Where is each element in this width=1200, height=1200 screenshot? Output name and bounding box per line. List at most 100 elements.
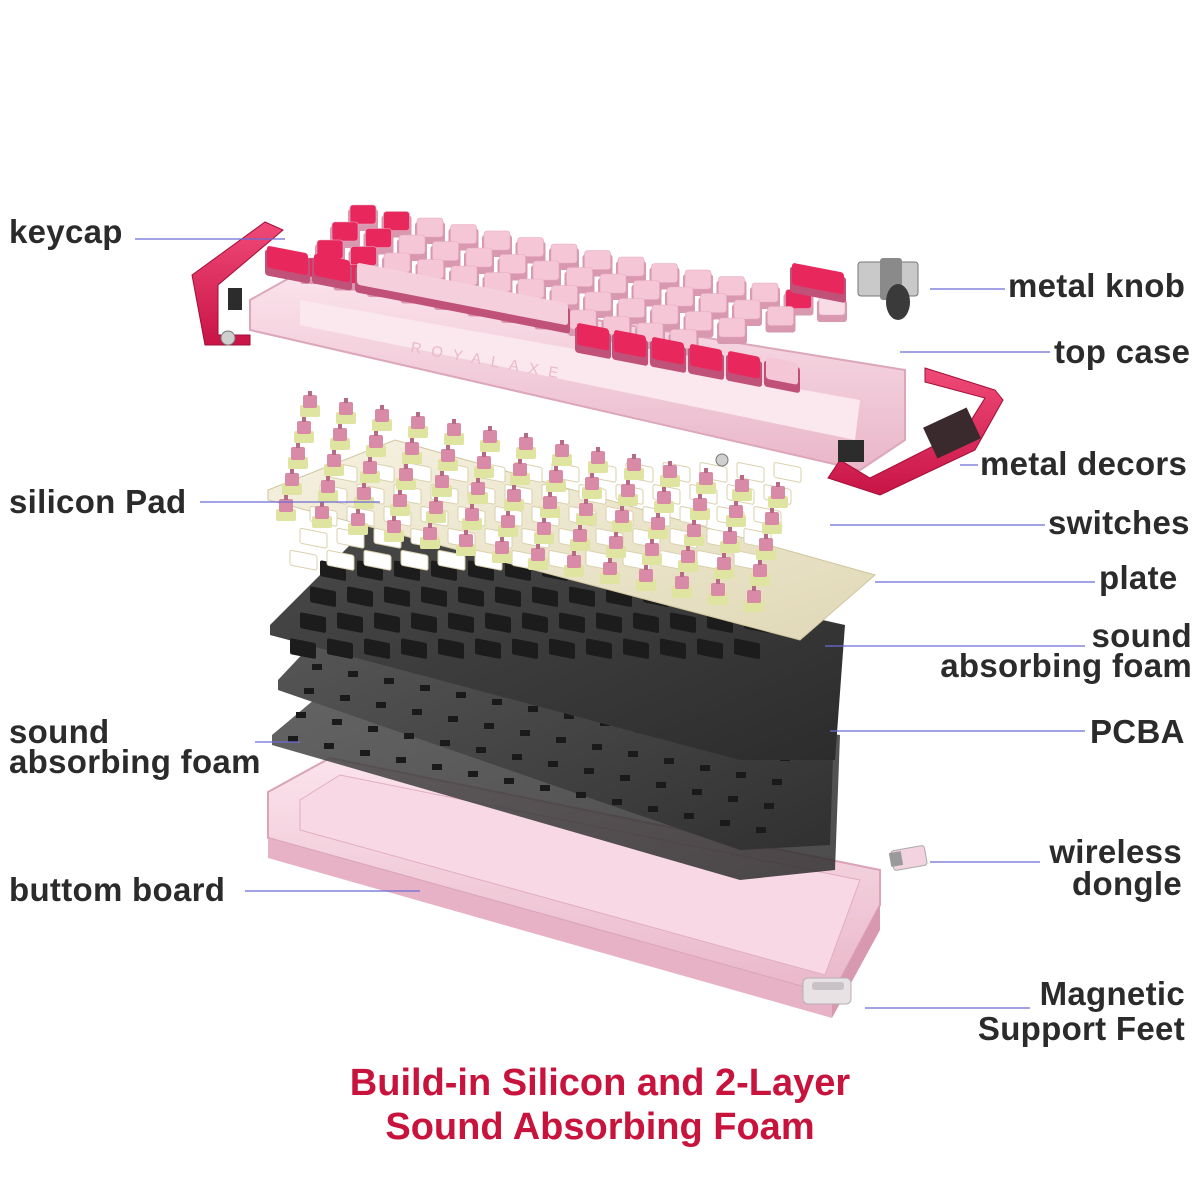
plate-hole — [363, 549, 392, 571]
switch — [474, 452, 494, 478]
keycap — [575, 323, 611, 359]
pcb-component — [396, 757, 406, 763]
switch — [384, 516, 404, 542]
switch — [552, 440, 572, 466]
keycap — [765, 306, 796, 333]
pcb-component — [504, 778, 514, 784]
switch — [444, 419, 464, 445]
foam-cutout — [734, 638, 760, 659]
switch — [372, 405, 392, 431]
pcb-component — [592, 744, 602, 750]
switch — [324, 450, 344, 476]
pcb-component — [384, 678, 394, 684]
switch — [624, 454, 644, 480]
foam-cutout — [586, 638, 612, 659]
foam-cutout — [569, 586, 595, 607]
switch — [660, 461, 680, 487]
foam-cutout — [660, 638, 686, 659]
switch — [678, 546, 698, 572]
keycap — [355, 263, 570, 334]
pcb-component — [420, 685, 430, 691]
switch — [690, 494, 710, 520]
leader-lines — [135, 238, 1095, 1009]
switch — [744, 586, 764, 612]
label-keycap: keycap — [9, 213, 123, 250]
pcb-component — [484, 723, 494, 729]
pcb-component — [648, 806, 658, 812]
pcb-component — [376, 702, 386, 708]
foam-cutout — [401, 638, 427, 659]
pcb-component — [756, 827, 766, 833]
pcb-component — [340, 695, 350, 701]
label-pcba: PCBA — [1090, 713, 1185, 750]
metal-knob — [857, 258, 919, 320]
pcb-component — [288, 736, 298, 742]
foam-cutout — [347, 586, 373, 607]
switch — [768, 482, 788, 508]
metal-decor-right — [827, 367, 1004, 496]
foam-cutout — [374, 612, 400, 633]
switch — [510, 459, 530, 485]
label-bottom-foam-line2: absorbing foam — [9, 743, 261, 780]
pcb-component — [628, 751, 638, 757]
switch — [684, 520, 704, 546]
magnetic-support-foot — [802, 977, 852, 1005]
switch — [588, 447, 608, 473]
label-top-foam-line2: absorbing foam — [940, 647, 1192, 684]
plate-hole — [289, 549, 318, 571]
foam-cutout — [300, 612, 326, 633]
foam-cutout — [337, 612, 363, 633]
switch — [288, 443, 308, 469]
switch — [336, 398, 356, 424]
pcb-component — [620, 775, 630, 781]
switch — [282, 469, 302, 495]
pcb-component — [764, 803, 774, 809]
switch — [516, 433, 536, 459]
pcb-component — [656, 782, 666, 788]
pcb-component — [468, 771, 478, 777]
switch — [540, 492, 560, 518]
label-plate: plate — [1099, 559, 1178, 596]
foam-cutout — [495, 586, 521, 607]
label-silicon-pad: silicon Pad — [9, 483, 187, 520]
foam-cutout — [310, 586, 336, 607]
switch — [312, 502, 332, 528]
switch — [360, 457, 380, 483]
foam-cutout — [411, 612, 437, 633]
pcb-component — [700, 765, 710, 771]
keycaps-set — [265, 204, 847, 393]
keycap — [397, 234, 427, 261]
caption-line1: Build-in Silicon and 2-Layer — [349, 1062, 851, 1104]
keycap — [363, 228, 394, 255]
pcb-component — [540, 785, 550, 791]
foam-cutout — [384, 586, 410, 607]
pcb-component — [728, 796, 738, 802]
pcb-component — [548, 761, 558, 767]
switch — [576, 499, 596, 525]
foam-cutout — [559, 612, 585, 633]
bottom-board — [267, 756, 881, 1018]
switch — [612, 506, 632, 532]
pcb-component — [492, 699, 502, 705]
switch — [426, 497, 446, 523]
label-top-case: top case — [1054, 333, 1191, 370]
foam-cutout — [438, 638, 464, 659]
keycap — [688, 344, 724, 380]
pcb-component — [584, 768, 594, 774]
plate-hole — [400, 549, 429, 571]
switch — [714, 553, 734, 579]
pcb-component — [556, 737, 566, 743]
switch — [354, 483, 374, 509]
keycap — [312, 254, 352, 291]
keycap — [348, 204, 378, 231]
foam-cutout — [522, 612, 548, 633]
pcb-component — [332, 719, 342, 725]
switch — [480, 426, 500, 452]
switch — [696, 468, 716, 494]
switch — [708, 579, 728, 605]
pcb-component — [360, 750, 370, 756]
keycap — [764, 357, 800, 393]
caption-line2: Sound Absorbing Foam — [385, 1106, 815, 1148]
